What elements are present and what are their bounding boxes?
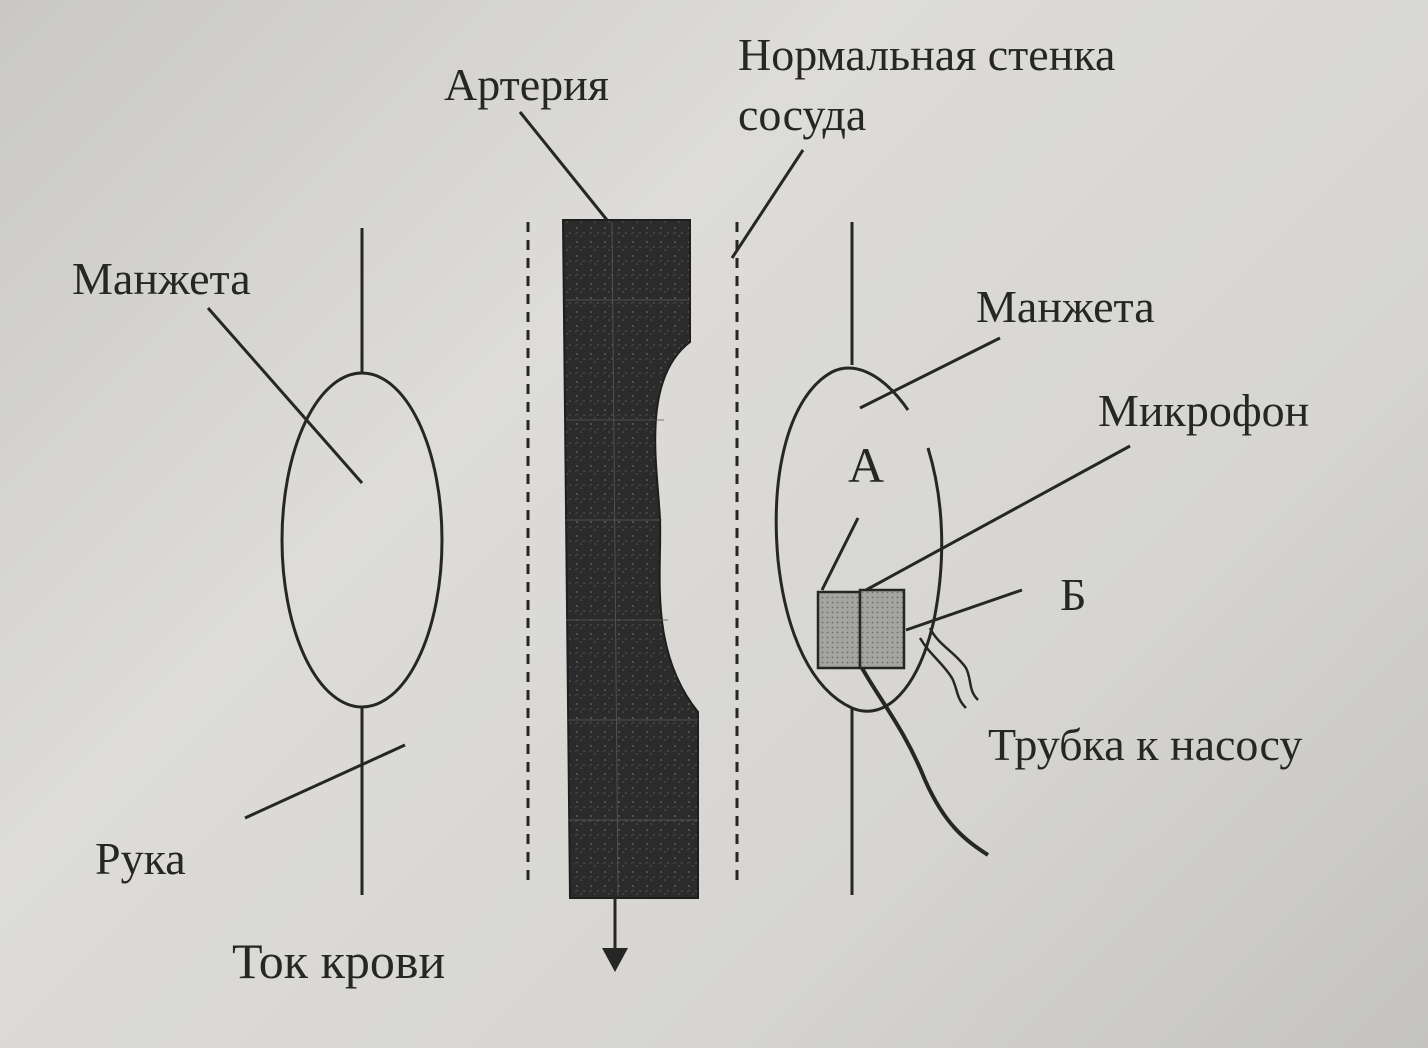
microphone-leader — [865, 444, 1131, 592]
marker-b-leader — [905, 588, 1023, 632]
marker-b-label: Б — [1060, 569, 1087, 620]
right-cuff-outer — [774, 366, 944, 713]
microphone-block-right — [858, 588, 906, 670]
artery-grid — [566, 221, 698, 897]
normal-wall-label-line1: Нормальная стенка — [738, 29, 1116, 80]
blood-flow-label: Ток крови — [232, 933, 446, 989]
pump-tube — [918, 627, 979, 709]
artery-body — [561, 219, 699, 899]
right-cuff-label: Манжета — [976, 281, 1155, 332]
artery-leader — [518, 111, 609, 221]
marker-a-label: А — [848, 437, 885, 493]
artery-label: Артерия — [444, 59, 609, 110]
left-cuff-ellipse — [280, 371, 444, 709]
left-cuff-leader — [206, 307, 364, 484]
normal-wall-label-line2: сосуда — [738, 89, 867, 140]
marker-a-leader — [820, 517, 860, 591]
tube-to-pump-label: Трубка к насосу — [988, 719, 1303, 770]
microphone-cable — [860, 667, 990, 857]
microphone-label: Микрофон — [1098, 385, 1310, 436]
arm-label: Рука — [95, 833, 186, 884]
arm-leader — [244, 743, 406, 820]
normal-wall-leader — [730, 149, 805, 259]
left-cuff-label: Манжета — [72, 253, 251, 304]
microphone-block-left — [816, 590, 862, 670]
blood-flow-arrow-head — [602, 948, 628, 972]
right-cuff-leader — [859, 336, 1001, 410]
